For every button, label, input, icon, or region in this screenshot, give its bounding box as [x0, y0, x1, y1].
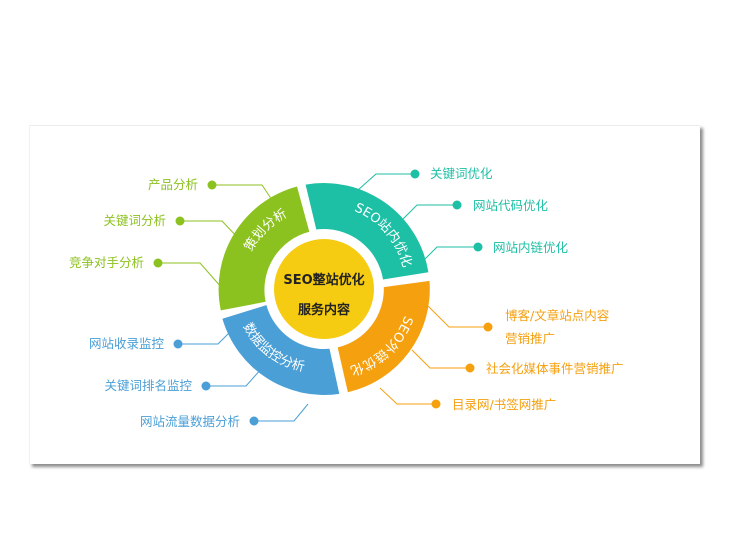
monitoring-item: 网站流量数据分析: [140, 414, 240, 429]
planning-items: 产品分析 关键词分析 竞争对手分析: [69, 177, 198, 270]
monitoring-item: 关键词排名监控: [104, 378, 192, 393]
onsite-dots: [410, 169, 483, 252]
offsite-items: 博客/文章站点内容 营销推广 社会化媒体事件营销推广 目录网/书签网推广: [452, 308, 624, 412]
onsite-item: 关键词优化: [430, 166, 493, 181]
dot-icon: [207, 180, 217, 190]
planning-connectors: [158, 184, 273, 289]
segment-onsite: [305, 183, 429, 280]
onsite-connectors: [357, 173, 478, 265]
segment-offsite: [337, 280, 430, 393]
offsite-item: 营销推广: [505, 331, 555, 346]
offsite-item: 目录网/书签网推广: [452, 397, 556, 412]
monitoring-items: 网站收录监控 关键词排名监控 网站流量数据分析: [89, 336, 240, 429]
center-subtitle: 服务内容: [298, 302, 350, 318]
monitoring-connectors: [178, 329, 309, 422]
planning-item: 关键词分析: [103, 213, 166, 228]
onsite-items: 关键词优化 网站代码优化 网站内链优化: [430, 166, 569, 255]
dot-icon: [173, 339, 183, 349]
monitoring-dots: [173, 339, 259, 426]
onsite-item: 网站代码优化: [473, 198, 549, 213]
dot-icon: [431, 399, 441, 409]
dot-icon: [201, 381, 211, 391]
segment-monitoring: [222, 305, 340, 395]
dot-icon: [465, 363, 475, 373]
dot-icon: [175, 216, 185, 226]
monitoring-item: 网站收录监控: [89, 336, 165, 351]
planning-dots: [153, 180, 217, 268]
center-title: SEO整站优化: [283, 272, 364, 288]
dot-icon: [410, 169, 420, 179]
planning-item: 竞争对手分析: [69, 255, 144, 270]
segment-planning: [218, 186, 310, 311]
dot-icon: [153, 258, 163, 268]
center-circle: [274, 239, 374, 339]
planning-item: 产品分析: [148, 177, 198, 192]
dot-icon: [473, 242, 483, 252]
offsite-dots: [431, 322, 493, 409]
offsite-item: 博客/文章站点内容: [505, 308, 609, 323]
onsite-item: 网站内链优化: [493, 240, 569, 255]
dot-icon: [249, 416, 259, 426]
dot-icon: [452, 200, 462, 210]
offsite-item: 社会化媒体事件营销推广: [486, 361, 624, 376]
dot-icon: [483, 322, 493, 332]
offsite-connectors: [379, 305, 488, 405]
